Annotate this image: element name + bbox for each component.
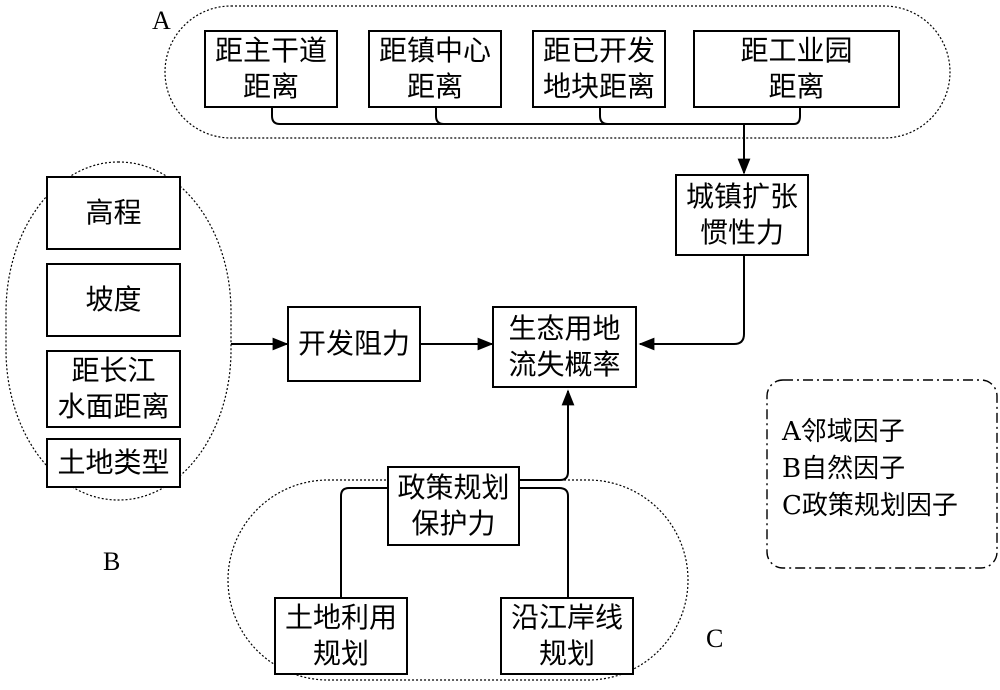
arrow-inertia-to-eco-loss xyxy=(638,256,745,351)
legend-item-c: C政策规划因子 xyxy=(782,491,958,521)
factor-land-type: 土地类型 xyxy=(46,438,181,488)
group-b-outline xyxy=(5,161,232,501)
group-a-outline xyxy=(164,5,951,139)
node-development-resistance: 开发阻力 xyxy=(287,306,421,382)
node-urban-expansion-inertia: 城镇扩张 惯性力 xyxy=(675,174,809,256)
factor-distance-main-road: 距主干道 距离 xyxy=(204,30,338,108)
factor-distance-industrial-park: 距工业园 距离 xyxy=(693,30,900,108)
bracket-a xyxy=(271,108,801,125)
arrow-policy-to-eco-loss xyxy=(520,389,575,481)
factor-elevation: 高程 xyxy=(46,176,181,250)
factor-land-use-plan: 土地利用 规划 xyxy=(274,597,408,675)
group-b-label: B xyxy=(103,547,121,576)
node-policy-protection: 政策规划 保护力 xyxy=(387,466,520,546)
factor-slope: 坡度 xyxy=(46,263,181,337)
legend-outline xyxy=(766,379,998,569)
factor-distance-yangtze: 距长江 水面距离 xyxy=(46,350,181,428)
factor-riverbank-plan: 沿江岸线 规划 xyxy=(500,597,634,675)
factor-distance-town-center: 距镇中心 距离 xyxy=(368,30,502,108)
group-c-label: C xyxy=(706,624,724,653)
legend-item-a: A邻域因子 xyxy=(782,417,905,447)
node-eco-land-loss-probability: 生态用地 流失概率 xyxy=(492,306,637,388)
group-a-label: A xyxy=(152,6,171,35)
legend: A邻域因子 B自然因子 C政策规划因子 xyxy=(782,414,958,525)
factor-distance-developed-land: 距已开发 地块距离 xyxy=(532,30,666,108)
legend-item-b: B自然因子 xyxy=(782,454,906,484)
